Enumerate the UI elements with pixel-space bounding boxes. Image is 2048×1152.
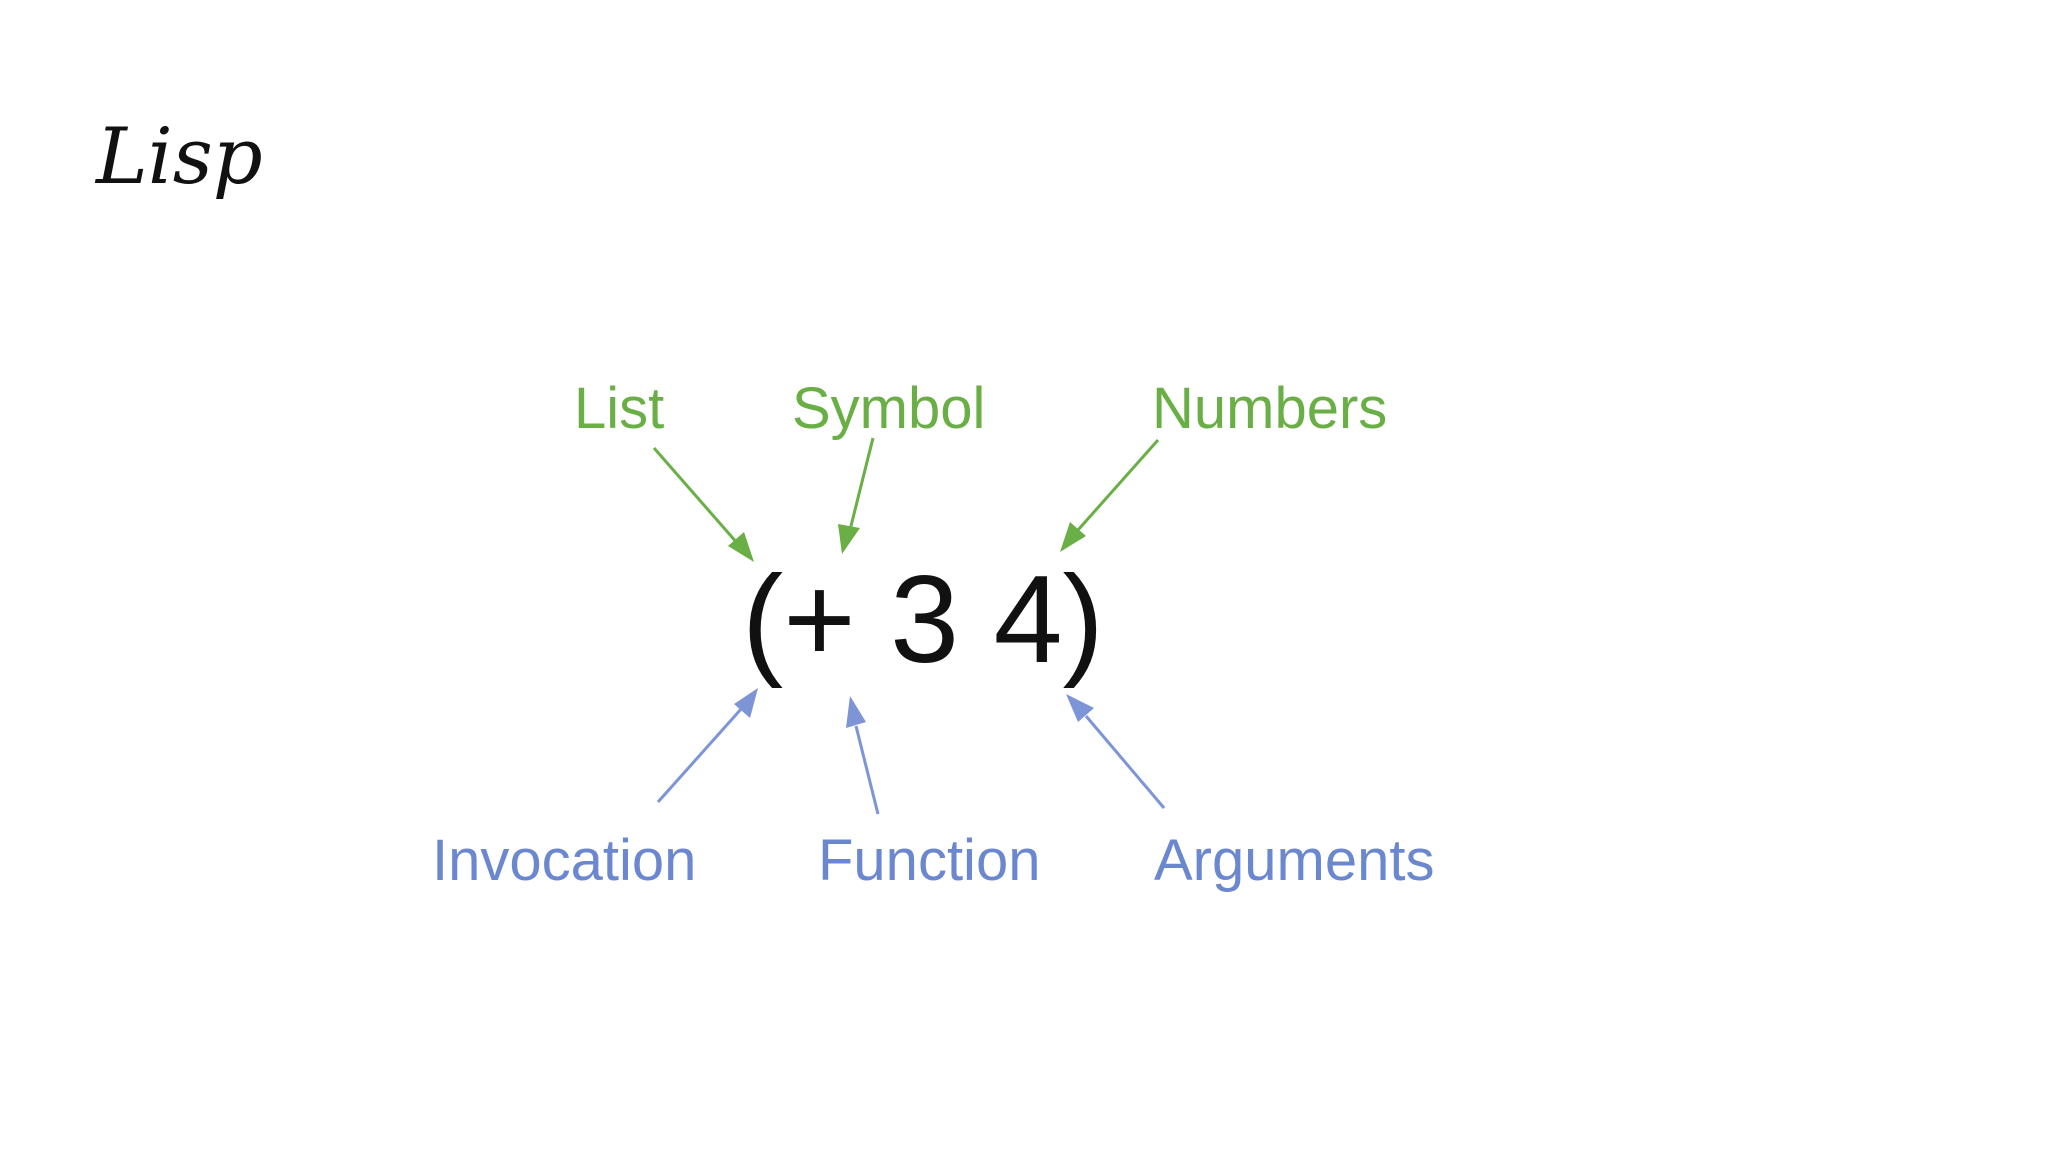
label-symbol: Symbol bbox=[792, 376, 985, 441]
label-arguments: Arguments bbox=[1154, 828, 1434, 893]
arrow-list bbox=[652, 447, 754, 562]
arrow-invocation bbox=[656, 688, 758, 803]
label-invocation: Invocation bbox=[432, 828, 696, 893]
slide-title: Lisp bbox=[96, 112, 263, 202]
lisp-expression: (+ 3 4) bbox=[742, 551, 1104, 689]
arrow-symbol bbox=[838, 437, 875, 554]
arrow-numbers bbox=[1060, 439, 1160, 552]
label-function: Function bbox=[818, 828, 1040, 893]
arrow-arguments bbox=[1066, 694, 1166, 809]
label-numbers: Numbers bbox=[1152, 376, 1387, 441]
arrow-function bbox=[846, 696, 880, 815]
label-list: List bbox=[574, 376, 664, 441]
